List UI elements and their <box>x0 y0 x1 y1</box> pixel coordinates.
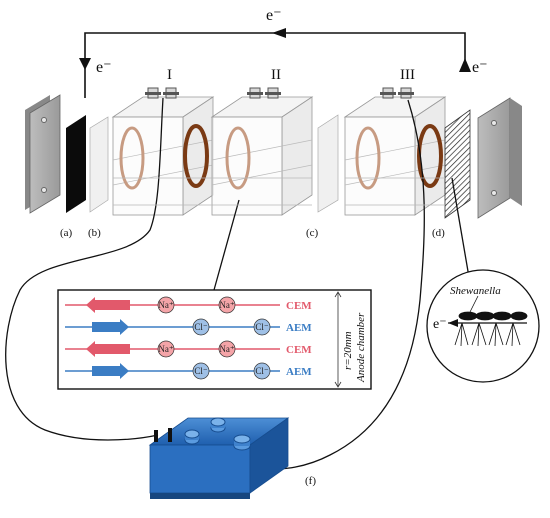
part-label-f: (f) <box>305 475 316 487</box>
electron-right-label: e⁻ <box>472 59 488 76</box>
bacteria-inset <box>426 269 540 383</box>
top-arrow-icon <box>272 28 286 38</box>
ion-label: Na⁺ <box>158 344 173 354</box>
membrane-type-label: AEM <box>286 322 312 334</box>
membrane-type-label: CEM <box>286 344 312 356</box>
part-label-c: (c) <box>306 227 319 239</box>
chloride-ion <box>192 362 210 380</box>
chamber-2 <box>210 96 314 216</box>
ion-label: Cl⁻ <box>194 322 208 332</box>
anode-electrode <box>66 115 86 213</box>
membrane-type-label: CEM <box>286 300 312 312</box>
sodium-ion <box>157 296 175 314</box>
part-label-d: (d) <box>432 227 445 239</box>
sodium-ion <box>218 340 236 358</box>
left-end-plate <box>25 94 61 214</box>
ion-label: Na⁺ <box>158 300 173 310</box>
right-arrow-icon <box>92 319 129 335</box>
sodium-ion <box>218 296 236 314</box>
membrane-b <box>89 116 109 213</box>
shewanella-label: Shewanella <box>450 285 501 297</box>
sodium-ion <box>157 340 175 358</box>
power-supply <box>148 417 290 499</box>
right-arrow-icon <box>459 58 471 72</box>
membrane-c <box>317 114 339 213</box>
inset-electron-label: e⁻ <box>433 317 447 332</box>
part-label-b: (b) <box>88 227 101 239</box>
external-circuit <box>79 28 471 98</box>
chloride-ion <box>192 318 210 336</box>
electron-left-label: e⁻ <box>96 59 112 76</box>
left-arrow-icon <box>79 58 91 70</box>
ion-label: Cl⁻ <box>194 366 208 376</box>
ion-label: Na⁺ <box>219 300 234 310</box>
electron-top-label: e⁻ <box>266 7 282 24</box>
left-arrow-icon <box>86 341 130 357</box>
bacteria-icon <box>454 311 528 347</box>
chamber-1-label: I <box>167 67 172 83</box>
anode-chamber-label: Anode chamber <box>355 312 367 383</box>
chamber-3-label: III <box>400 67 415 83</box>
chamber-2-label: II <box>271 67 281 83</box>
electron-arrow-icon <box>448 319 458 327</box>
flow-tubes <box>113 177 445 206</box>
chamber-1 <box>111 96 215 216</box>
chloride-ion <box>253 318 271 336</box>
ion-label: Na⁺ <box>219 344 234 354</box>
membrane-type-label: AEM <box>286 366 312 378</box>
ion-label: Cl⁻ <box>255 366 269 376</box>
right-arrow-icon <box>92 363 129 379</box>
port-fittings <box>145 87 414 99</box>
membrane-rows: Na⁺ Na⁺ CEM Cl⁻ Cl⁻ AEM Na⁺ Na⁺ CEM Cl⁻ Cl⁻ AEM <box>65 296 312 380</box>
right-end-plate <box>477 97 522 219</box>
chamber-3 <box>343 96 447 216</box>
cathode-electrode <box>444 109 471 219</box>
ion-label: Cl⁻ <box>255 322 269 332</box>
part-label-a: (a) <box>60 227 73 239</box>
radius-label: r=20mm <box>342 331 354 370</box>
wires <box>5 97 471 470</box>
chloride-ion <box>253 362 271 380</box>
left-arrow-icon <box>86 297 130 313</box>
